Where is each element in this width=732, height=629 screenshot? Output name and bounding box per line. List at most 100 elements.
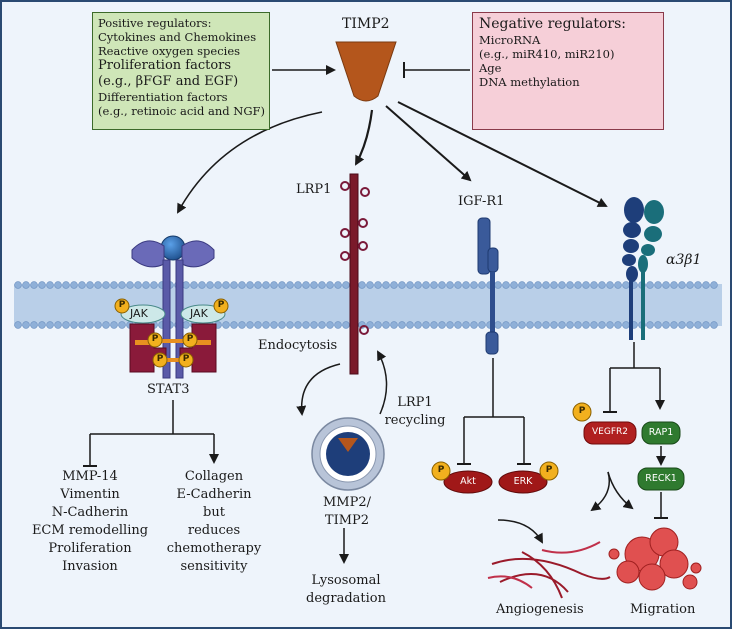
lipid-head — [310, 321, 318, 329]
lipid-head — [326, 281, 334, 289]
lipid-head — [446, 281, 454, 289]
phospho-label: P — [545, 465, 553, 475]
lipid-head — [342, 281, 350, 289]
lipid-head — [38, 281, 46, 289]
lipid-head — [494, 321, 502, 329]
lipid-head — [702, 281, 710, 289]
list-item: ECM remodelling — [31, 523, 149, 538]
arrow-to-igfr1 — [385, 105, 472, 182]
lipid-head — [46, 321, 54, 329]
lipid-head — [94, 281, 102, 289]
recycling-line-2: recycling — [384, 413, 446, 428]
lipid-head — [366, 321, 374, 329]
lipid-head — [710, 321, 718, 329]
negative-regulator-item: DNA methylation — [479, 75, 580, 89]
phospho-label: P — [186, 334, 194, 344]
reck1-node — [637, 467, 685, 491]
erk-node — [498, 470, 548, 494]
timp2-label: TIMP2 — [342, 16, 390, 32]
lipid-head — [126, 281, 134, 289]
lipid-head — [278, 321, 286, 329]
lipid-head — [190, 281, 198, 289]
lipid-head — [510, 321, 518, 329]
lipid-head — [662, 281, 670, 289]
lipid-head — [222, 321, 230, 329]
lipid-head — [446, 321, 454, 329]
endocytosis-label: Endocytosis — [258, 338, 338, 353]
arrow-to-lrp1 — [355, 109, 374, 166]
reck1-label: RECK1 — [645, 473, 677, 484]
lipid-head — [398, 281, 406, 289]
cytokine-receptor — [114, 235, 229, 379]
lipid-head — [214, 281, 222, 289]
positive-regulators-title: Positive regulators: — [98, 16, 212, 30]
lipid-head — [294, 321, 302, 329]
lipid-head — [86, 321, 94, 329]
jak-left-label: JAK — [130, 307, 148, 320]
lipid-head — [302, 281, 310, 289]
lipid-head — [286, 321, 294, 329]
lipid-head — [662, 321, 670, 329]
positive-regulator-item: (e.g., retinoic acid and NGF) — [98, 104, 265, 118]
lipid-head — [46, 281, 54, 289]
lipid-head — [670, 281, 678, 289]
erk-label: ERK — [513, 476, 533, 487]
lipid-head — [342, 321, 350, 329]
lipid-head — [526, 281, 534, 289]
lipid-head — [302, 321, 310, 329]
lipid-head — [326, 321, 334, 329]
list-item: Invasion — [62, 559, 118, 574]
lipid-head — [334, 321, 342, 329]
lipid-head — [70, 281, 78, 289]
lipid-head — [78, 321, 86, 329]
lipid-head — [62, 281, 70, 289]
lipid-head — [198, 281, 206, 289]
lipid-head — [590, 281, 598, 289]
lipid-head — [318, 321, 326, 329]
lipid-head — [310, 281, 318, 289]
akt-node — [443, 470, 493, 494]
jak-right-label: JAK — [190, 307, 208, 320]
lysosomal-degradation-label: Lysosomal degradation — [296, 572, 396, 608]
lipid-head — [462, 281, 470, 289]
lipid-head — [454, 321, 462, 329]
lipid-head — [230, 281, 238, 289]
akt-label: Akt — [460, 476, 476, 487]
mmp2-timp2-label: MMP2/ TIMP2 — [302, 494, 392, 530]
list-item: E-Cadherin — [176, 487, 252, 502]
lipid-head — [542, 321, 550, 329]
lipid-head — [254, 321, 262, 329]
lrp1-recycling-label: LRP1 recycling — [380, 394, 450, 430]
lipid-head — [622, 321, 630, 329]
lipid-head — [614, 321, 622, 329]
lipid-head — [414, 321, 422, 329]
stat3-label: STAT3 — [147, 382, 190, 397]
lipid-head — [702, 321, 710, 329]
lipid-head — [86, 281, 94, 289]
lipid-head — [678, 321, 686, 329]
lipid-head — [54, 321, 62, 329]
lipid-head — [102, 281, 110, 289]
lipid-head — [22, 281, 30, 289]
lipid-head — [646, 281, 654, 289]
lipid-head — [574, 321, 582, 329]
arrow-to-stat3 — [177, 111, 323, 214]
lipid-head — [502, 321, 510, 329]
lipid-head — [422, 321, 430, 329]
lipid-head — [438, 281, 446, 289]
lipid-head — [422, 281, 430, 289]
lipid-head — [78, 281, 86, 289]
lipid-head — [566, 281, 574, 289]
positive-regulator-item: Cytokines and Chemokines — [98, 30, 257, 44]
lipid-head — [550, 281, 558, 289]
lipid-head — [118, 321, 126, 329]
lipid-head — [406, 281, 414, 289]
lipid-head — [430, 321, 438, 329]
arrow-to-integrin — [397, 101, 608, 207]
igfr1-receptor — [477, 217, 499, 355]
lipid-head — [534, 321, 542, 329]
lipid-head — [534, 281, 542, 289]
complex-line-2: TIMP2 — [324, 513, 370, 528]
lipid-head — [270, 321, 278, 329]
